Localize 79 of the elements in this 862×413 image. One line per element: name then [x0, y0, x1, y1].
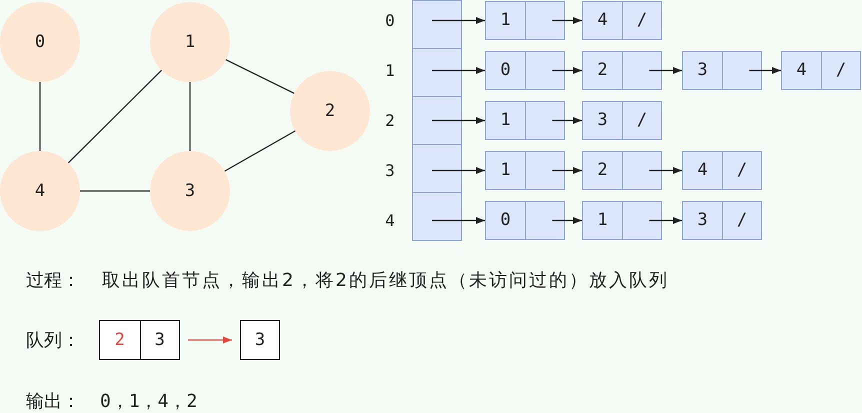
connector-line — [68, 70, 162, 164]
vertex-label: 2 — [324, 102, 336, 120]
vertex-label: 4 — [796, 62, 807, 79]
arrow — [432, 217, 485, 224]
arrow — [432, 67, 485, 74]
arrow — [552, 217, 582, 224]
field-label: 输出： — [26, 393, 80, 411]
index-label: 2 — [385, 113, 395, 129]
vertex-label: 4 — [34, 182, 46, 200]
list-node — [582, 101, 662, 140]
list-node — [682, 201, 762, 240]
arrow — [188, 336, 232, 344]
array-cell — [412, 192, 462, 241]
vertex-label: 3 — [597, 112, 608, 129]
queue-box — [99, 320, 180, 360]
field-label: 过程： — [26, 272, 80, 290]
arrow — [432, 167, 485, 174]
queue-value: 3 — [154, 332, 165, 348]
vertex-label: 3 — [697, 212, 708, 229]
vertex-label: 1 — [597, 212, 608, 229]
index-label: 0 — [385, 13, 395, 29]
arrow — [749, 67, 781, 74]
arrow — [552, 167, 582, 174]
list-node — [485, 1, 565, 40]
arrow — [552, 117, 582, 124]
arrow — [649, 67, 682, 74]
vertex-label: 0 — [500, 62, 511, 79]
connector-line — [224, 130, 296, 172]
arrow — [552, 67, 582, 74]
vertex-label: 2 — [597, 62, 608, 79]
connector-line — [80, 190, 150, 192]
vertex-label: 3 — [697, 62, 708, 79]
list-node — [485, 201, 565, 240]
connector-line — [189, 82, 191, 151]
field-label: 队列： — [26, 332, 80, 350]
connector-line — [226, 59, 294, 94]
vertex-label: 1 — [500, 12, 511, 29]
arrow — [432, 17, 485, 24]
index-label: 3 — [385, 163, 395, 179]
process-description: 取出队首节点，输出2，将2的后继顶点（未访问过的）放入队列 — [102, 272, 669, 290]
vertex-label: 0 — [34, 34, 46, 50]
output-sequence: 0，1，4，2 — [100, 393, 198, 411]
list-node — [781, 51, 861, 90]
null-pointer-mark: / — [836, 62, 846, 79]
arrow — [649, 217, 682, 224]
array-cell — [412, 144, 462, 193]
index-label: 1 — [385, 63, 395, 79]
connector-line — [39, 82, 41, 151]
queue-value: 3 — [254, 332, 266, 348]
null-pointer-mark: / — [736, 162, 748, 179]
list-node — [485, 51, 565, 90]
array-cell — [412, 96, 462, 145]
list-node — [682, 51, 762, 90]
vertex-label: 0 — [500, 212, 511, 229]
arrow — [552, 17, 582, 24]
null-pointer-mark: / — [636, 112, 648, 129]
array-cell — [412, 48, 462, 97]
null-pointer-mark: / — [736, 212, 748, 229]
vertex-label: 2 — [597, 162, 608, 179]
null-pointer-mark: / — [636, 12, 648, 29]
queue-box — [240, 320, 280, 360]
list-node — [582, 1, 662, 40]
arrow — [649, 167, 682, 174]
index-label: 4 — [385, 213, 395, 229]
list-node — [582, 201, 662, 240]
list-node — [485, 101, 565, 140]
vertex-label: 4 — [697, 162, 708, 179]
list-node — [485, 151, 565, 190]
vertex-label: 1 — [500, 112, 511, 129]
vertex-label: 1 — [184, 34, 196, 50]
vertex-label: 1 — [500, 162, 511, 179]
arrow — [432, 117, 485, 124]
array-cell — [412, 0, 462, 49]
vertex-label: 3 — [184, 182, 196, 200]
list-node — [582, 151, 662, 190]
list-node — [682, 151, 762, 190]
queue-value: 2 — [114, 332, 125, 348]
vertex-label: 4 — [597, 12, 608, 29]
list-node — [582, 51, 662, 90]
